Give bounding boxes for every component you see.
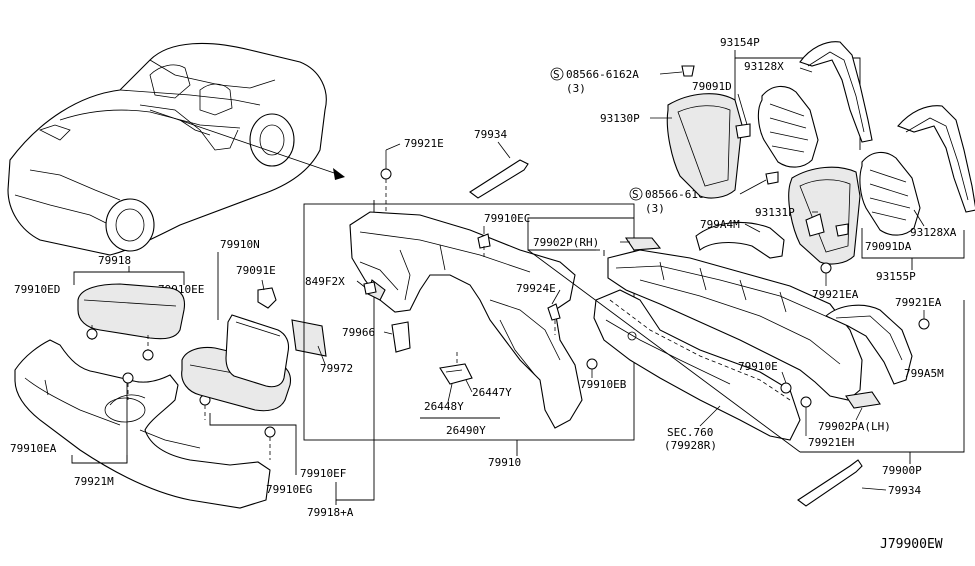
part-79902PA-pad: [845, 391, 881, 409]
label-79972: 79972: [320, 362, 353, 375]
part-79972-panel: [291, 319, 327, 357]
label-79091DA: 79091DA: [865, 240, 912, 253]
label-26448Y: 26448Y: [424, 400, 464, 413]
label-93131P: 93131P: [755, 206, 795, 219]
part-93128X-trim: [799, 41, 873, 143]
screw-79091D: [735, 123, 751, 139]
label-93128XA: 93128XA: [910, 226, 957, 239]
label-79910EB: 79910EB: [580, 378, 627, 391]
part-console-finisher: [14, 339, 271, 509]
label-849F2X: 849F2X: [305, 275, 345, 288]
label-79966: 79966: [342, 326, 375, 339]
car-illustration: [7, 42, 345, 256]
label-79921M: 79921M: [74, 475, 114, 488]
label-79924E: 79924E: [516, 282, 556, 295]
part-79902P-pad: [624, 237, 662, 251]
part-849F2X: [363, 281, 377, 295]
label-799A5M: 799A5M: [904, 367, 944, 380]
clip-79910EG: [264, 426, 276, 438]
part-93128XA-trim: [897, 105, 975, 213]
clip-79910ED: [86, 328, 98, 340]
part-79934-strip-a: [469, 159, 529, 199]
part-79910N-pad: [225, 314, 290, 388]
label-26490Y: 26490Y: [446, 424, 486, 437]
label-79902PA: 79902PA(LH): [818, 420, 891, 433]
label-79918A: 79918+A: [307, 506, 354, 519]
label-93130P: 93130P: [600, 112, 640, 125]
label-79910EF: 79910EF: [300, 467, 346, 480]
label-sec760: SEC.760: [667, 426, 713, 439]
label-79902P: 79902P(RH): [533, 236, 599, 249]
screw-symbol-letter-a: S: [553, 68, 560, 81]
label-93128X: 93128X: [744, 60, 784, 73]
label-79910: 79910: [488, 456, 521, 469]
label-79918: 79918: [98, 254, 131, 267]
screw-symbol-letter-b: S: [632, 188, 639, 201]
screw-79091DA: [835, 223, 849, 237]
part-79900P-panel: [607, 249, 863, 401]
part-armrest-pad: [77, 283, 186, 340]
part-93154P-frame: [757, 85, 819, 168]
label-79091E: 79091E: [236, 264, 276, 277]
clip-79921EA-b: [918, 318, 930, 330]
label-08566-a: 08566-6162A: [566, 68, 639, 81]
label-79910N: 79910N: [220, 238, 260, 251]
label-08566-a-qty: (3): [566, 82, 586, 95]
label-79910EC: 79910EC: [484, 212, 530, 225]
clip-79921EA-a: [820, 262, 832, 274]
part-93130P-trim: [666, 93, 743, 199]
label-79921EH: 79921EH: [808, 436, 854, 449]
label-93154P: 93154P: [720, 36, 760, 49]
part-93131P-trim: [788, 166, 861, 265]
label-26447Y: 26447Y: [472, 386, 512, 399]
label-79910EA: 79910EA: [10, 442, 57, 455]
label-799A4M: 799A4M: [700, 218, 740, 231]
label-08566-b-qty: (3): [645, 202, 665, 215]
screw-08566-b: [765, 171, 779, 185]
clip-79921E: [380, 168, 392, 180]
diagram-id: J79900EW: [880, 537, 943, 552]
label-sec760-ref: (79928R): [664, 439, 717, 452]
clip-79910EA-a: [122, 372, 134, 384]
screw-08566-a: [681, 65, 695, 77]
label-79934-b: 79934: [888, 484, 921, 497]
screw-symbol-b: [629, 187, 643, 201]
clip-79910E: [780, 382, 792, 394]
part-79091E-bracket: [257, 287, 277, 309]
label-79934-a: 79934: [474, 128, 507, 141]
label-79910E: 79910E: [738, 360, 778, 373]
label-79921EA-a: 79921EA: [812, 288, 859, 301]
clip-79910EE: [142, 349, 154, 361]
part-799A5M-trim: [824, 304, 913, 385]
clip-79921EH: [800, 396, 812, 408]
part-93155P-frame: [859, 151, 921, 236]
label-79910EG: 79910EG: [266, 483, 312, 496]
clip-79910EB: [586, 358, 598, 370]
part-79934-strip-b: [797, 459, 863, 507]
part-26447Y-lamp: [439, 363, 473, 385]
label-79091D: 79091D: [692, 80, 732, 93]
label-79910ED: 79910ED: [14, 283, 60, 296]
label-93155P: 93155P: [876, 270, 916, 283]
label-79921E: 79921E: [404, 137, 444, 150]
part-sec760-body: [593, 289, 801, 441]
part-799A4M-trim: [695, 221, 785, 259]
part-79910-finisher: [349, 211, 583, 429]
label-79921EA-b: 79921EA: [895, 296, 942, 309]
screw-symbol-a: [550, 67, 564, 81]
label-79900P: 79900P: [882, 464, 922, 477]
part-79966: [391, 321, 411, 353]
